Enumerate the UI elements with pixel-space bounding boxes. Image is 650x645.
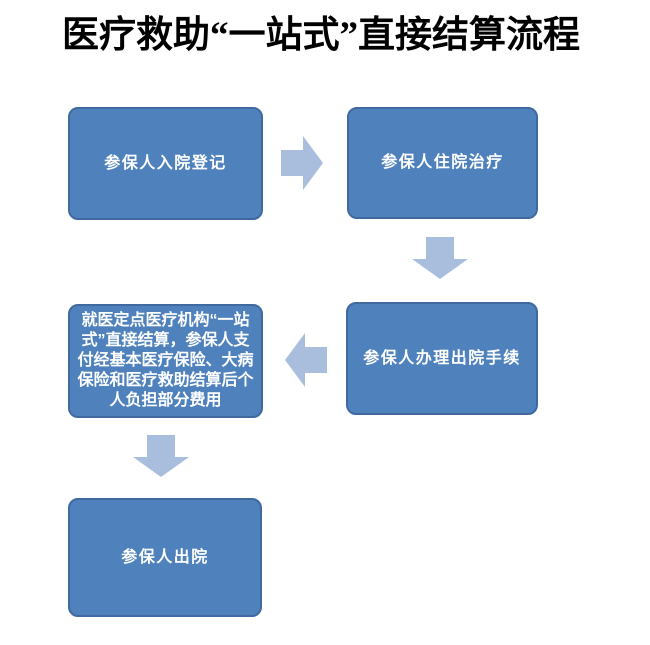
arrow-shape (133, 435, 189, 477)
flow-node-label: 就医定点医疗机构“一站式”直接结算，参保人支付经基本医疗保险、大病保险和医疗救助… (77, 312, 254, 409)
flow-node-label: 参保人入院登记 (104, 154, 227, 172)
page-title: 医疗救助“一站式”直接结算流程 (62, 15, 580, 56)
flow-node-onestop-settlement: 就医定点医疗机构“一站式”直接结算，参保人支付经基本医疗保险、大病保险和医疗救助… (68, 304, 263, 418)
flow-node-hospital-treatment: 参保人住院治疗 (347, 107, 538, 219)
arrow-shape (285, 333, 327, 387)
flow-arrow-left-icon (285, 333, 327, 387)
flow-arrow-down-icon (133, 435, 189, 477)
arrow-shape (281, 136, 323, 190)
flow-arrow-down-icon (412, 237, 468, 279)
flow-node-label: 参保人办理出院手续 (363, 349, 521, 367)
flow-node-label: 参保人出院 (121, 548, 209, 566)
flow-node-patient-discharge: 参保人出院 (68, 498, 262, 617)
flow-node-admission-registration: 参保人入院登记 (68, 107, 263, 220)
flow-node-label: 参保人住院治疗 (381, 154, 504, 171)
arrow-shape (412, 237, 468, 279)
flow-arrow-right-icon (281, 136, 323, 190)
flow-node-discharge-procedures: 参保人办理出院手续 (346, 302, 538, 415)
